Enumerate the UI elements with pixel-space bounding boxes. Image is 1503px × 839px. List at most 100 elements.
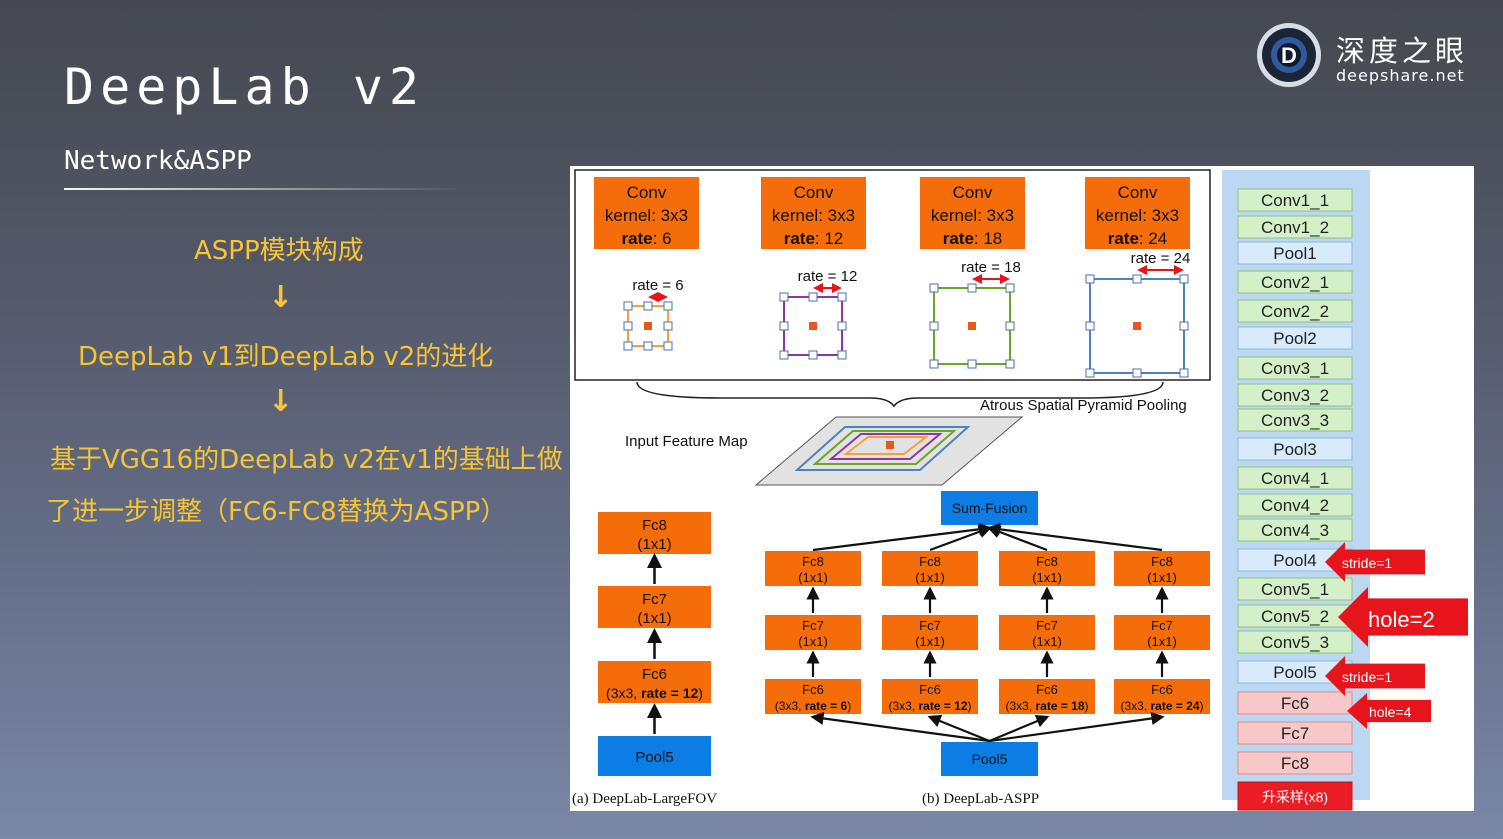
aspp-fc7-box [999, 615, 1095, 650]
stride-note-label: stride=1 [1342, 555, 1392, 571]
aspp-pool5-box [941, 742, 1038, 776]
aspp-fc8-box [765, 551, 861, 586]
aspp-conv-rate: rate: 18 [943, 229, 1003, 248]
vgg-layer-label: Fc8 [1281, 754, 1309, 773]
largefov-fc8-box [598, 512, 711, 554]
kernel-center [1133, 322, 1141, 330]
kernel-tap [808, 292, 818, 302]
aspp-fc6-rate: (3x3, rate = 12) [888, 699, 971, 713]
aspp-fc7-box [1114, 615, 1210, 650]
stride-note-label: stride=1 [1342, 669, 1392, 685]
largefov-fc6-box [598, 661, 711, 703]
vgg-layer-label: Conv5_1 [1261, 580, 1329, 599]
largefov-fc7-label: Fc7 [642, 591, 667, 608]
vgg-layer-conv [1237, 356, 1353, 380]
kernel-tap [837, 350, 847, 360]
rate-label: rate = 24 [1131, 250, 1191, 267]
aspp-fc6-rate: (3x3, rate = 6) [775, 699, 851, 713]
aspp-fc6-label: Fc6 [919, 682, 941, 697]
stride-note-arrow [1325, 542, 1425, 582]
logo-letter: D [1281, 43, 1297, 68]
kernel-tap [967, 359, 977, 369]
aspp-fc7-sub: (1x1) [1032, 634, 1062, 649]
aspp-conv-kernel: kernel: 3x3 [1096, 206, 1179, 225]
aspp-fc8-box [999, 551, 1095, 586]
aspp-fc6-box [1114, 679, 1210, 714]
kernel-tap [1005, 321, 1015, 331]
vgg-layer-label: Pool4 [1273, 551, 1316, 570]
vgg-layer-pool [1237, 241, 1353, 265]
point-v1-to-v2: DeepLab v1到DeepLab v2的进化 [78, 342, 494, 372]
kernel-tap [929, 359, 939, 369]
aspp-conv-box [1085, 177, 1190, 249]
logo-domain: deepshare.net [1336, 66, 1465, 85]
vgg-layer-conv [1237, 493, 1353, 517]
aspp-conv-title: Conv [1118, 183, 1158, 202]
aspp-fc6-label: Fc6 [1036, 682, 1058, 697]
largefov-fc6-label: Fc6 [642, 666, 667, 683]
rate-label: rate = 12 [798, 268, 858, 285]
kernel-tap [1005, 359, 1015, 369]
aspp-conv-title: Conv [794, 183, 834, 202]
aspp-fc7-box [882, 615, 978, 650]
sum-fusion-label: Sum-Fusion [952, 500, 1027, 516]
fc8-to-fusion-arrow [986, 522, 1163, 552]
kernel-tap [1132, 274, 1142, 284]
aspp-pool5-label: Pool5 [972, 751, 1008, 767]
kernel-tap [1085, 368, 1095, 378]
vgg-layer-fc [1237, 691, 1353, 715]
kernel-tap [929, 321, 939, 331]
aspp-fc8-label: Fc8 [919, 554, 941, 569]
kernel-tap [623, 321, 633, 331]
kernel-tap [808, 350, 818, 360]
aspp-conv-kernel: kernel: 3x3 [605, 206, 688, 225]
vgg-layer-conv [1237, 270, 1353, 294]
slide-title: DeepLab v2 [64, 58, 426, 116]
vgg-layer-pool [1237, 326, 1353, 350]
hole-note-label: hole=4 [1369, 704, 1412, 720]
aspp-fc8-box [1114, 551, 1210, 586]
vgg-layer-up [1237, 781, 1353, 811]
arrow-down-icon: ↓ [268, 384, 294, 419]
vgg-layer-label: Conv1_1 [1261, 191, 1329, 210]
vgg-layer-label: Conv3_1 [1261, 359, 1329, 378]
aspp-fc8-box [882, 551, 978, 586]
vgg-layer-label: Conv4_3 [1261, 521, 1329, 540]
caption-aspp: (b) DeepLab-ASPP [922, 791, 1039, 807]
aspp-fc6-box [765, 679, 861, 714]
aspp-label: Atrous Spatial Pyramid Pooling [980, 397, 1187, 414]
aspp-fc7-label: Fc7 [1151, 618, 1173, 633]
statement-line-1: 基于VGG16的DeepLab v2在v1的基础上做 [50, 445, 563, 475]
aspp-conv-kernel: kernel: 3x3 [931, 206, 1014, 225]
kernel-tap [1179, 368, 1189, 378]
aspp-brace [636, 381, 1164, 408]
kernel-tap [1179, 274, 1189, 284]
vgg-layer-label: Conv3_3 [1261, 411, 1329, 430]
kernel-tap [663, 321, 673, 331]
pool5-to-fc6-arrow [927, 714, 990, 743]
kernel-center [968, 322, 976, 330]
vgg-layer-label: Pool1 [1273, 244, 1316, 263]
largefov-fc6-rate: (3x3, rate = 12) [606, 685, 703, 701]
kernel-tap [1085, 274, 1095, 284]
kernel-tap [623, 301, 633, 311]
rate-label: rate = 18 [961, 259, 1021, 276]
vgg-layer-conv [1237, 215, 1353, 239]
hole-note-label: hole=2 [1368, 607, 1435, 632]
kernel-tap [623, 341, 633, 351]
aspp-conv-box [761, 177, 866, 249]
deepshare-logo-icon: D [1257, 23, 1321, 87]
stride-note-arrow [1325, 656, 1425, 696]
arrow-down-icon: ↓ [268, 280, 294, 315]
vgg-layer-label: Fc7 [1281, 724, 1309, 743]
aspp-conv-title: Conv [627, 183, 667, 202]
aspp-fc6-rate: (3x3, rate = 18) [1005, 699, 1088, 713]
feature-center-cell [886, 441, 894, 449]
kernel-tap [1005, 283, 1015, 293]
kernel-center [809, 322, 817, 330]
vgg-layer-label: Fc6 [1281, 694, 1309, 713]
kernel-tap [929, 283, 939, 293]
vgg-layer-label: 升采样(x8) [1262, 789, 1328, 805]
